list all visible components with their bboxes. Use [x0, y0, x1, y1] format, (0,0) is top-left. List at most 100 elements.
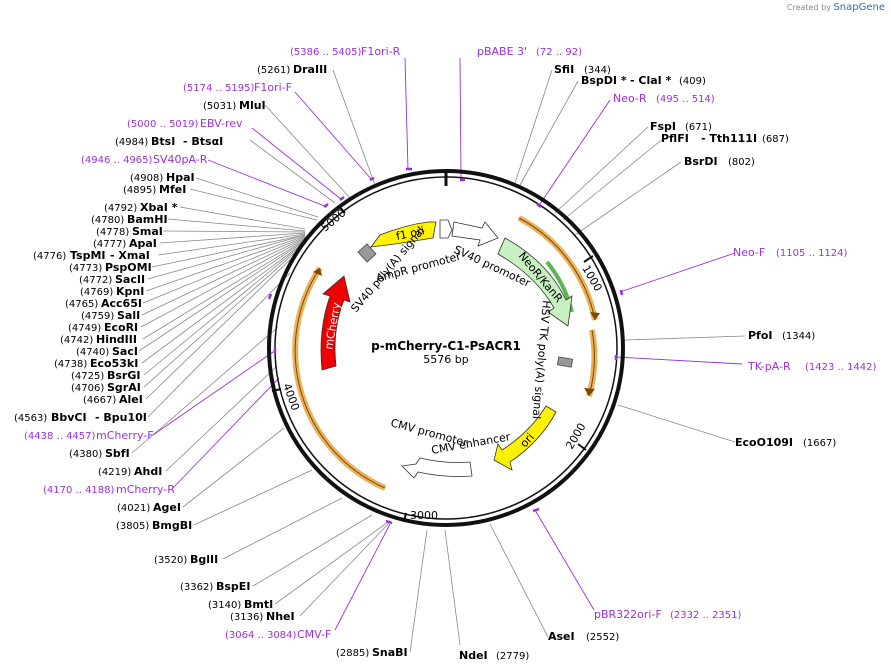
enzyme-hindiii-name[interactable]: HindIII — [96, 333, 137, 346]
enzyme-ndei-pos: (2779) — [496, 651, 529, 662]
enzyme-mfei-name[interactable]: MfeI — [159, 183, 186, 196]
enzyme-nhei-pos: (3136) — [230, 612, 263, 623]
enzyme-hpai-name[interactable]: HpaI — [166, 171, 195, 184]
enzyme-ahdi-pos: (4219) — [98, 467, 131, 478]
primer-pbabe-name[interactable]: pBABE 3' — [477, 45, 527, 58]
primer-tkpar-name[interactable]: TK-pA-R — [747, 360, 791, 373]
primer-f1orir-name[interactable]: F1ori-R — [361, 45, 401, 58]
enzyme-pfoi-name[interactable]: PfoI — [748, 329, 773, 342]
primer-neof-name[interactable]: Neo-F — [733, 246, 765, 259]
mcherry-range-arc-line — [294, 267, 386, 489]
primer-mcherryr-range: (4170 .. 4188) — [43, 485, 115, 496]
neo-arrowhead — [590, 312, 600, 320]
mcherry-arrow — [320, 275, 351, 371]
enzyme-pflfi-name[interactable]: PflFI — [661, 132, 689, 145]
enzyme-eco53ki-name[interactable]: Eco53kI — [90, 357, 138, 370]
enzyme-snabi-pos: (2885) — [336, 648, 369, 659]
enzyme-bspdi-pos: (409) — [679, 76, 706, 87]
enzyme-sacii-name[interactable]: SacII — [115, 273, 145, 286]
sv40-polya-box — [357, 243, 377, 263]
enzyme-sali-name[interactable]: SalI — [117, 309, 140, 322]
enzyme-alei-name[interactable]: AleI — [119, 393, 143, 406]
enzyme-bbvci-name2[interactable]: - Bpu10I — [95, 411, 147, 424]
brand-name: SnapGene — [833, 2, 885, 13]
enzyme-bspdi-name2[interactable]: - ClaI * — [630, 74, 672, 87]
enzyme-ahdi-name[interactable]: AhdI — [134, 465, 162, 478]
enzyme-bmgbi-name[interactable]: BmgBI — [152, 519, 192, 532]
primer-mcherryf-name[interactable]: mCherry-F — [96, 429, 154, 442]
enzyme-bmti-name[interactable]: BmtI — [244, 598, 273, 611]
enzyme-kpni-name[interactable]: KpnI — [116, 285, 144, 298]
primer-sv40par-name[interactable]: SV40pA-R — [153, 153, 208, 166]
enzyme-acc65i-pos: (4765) — [65, 299, 98, 310]
enzyme-pflfi-pos: (687) — [762, 134, 789, 145]
primer-tkpar-range: (1423 .. 1442) — [805, 362, 877, 373]
enzyme-leader-lines — [131, 69, 746, 653]
ori-arrow — [493, 405, 557, 471]
enzyme-bsrdi-name[interactable]: BsrDI — [684, 155, 718, 168]
primer-mcherryf-range: (4438 .. 4457) — [24, 431, 96, 442]
enzyme-snabi-name[interactable]: SnaBI — [372, 646, 408, 659]
primer-mcherryr-name[interactable]: mCherry-R — [116, 483, 175, 496]
enzyme-mlui-name[interactable]: MluI — [239, 99, 266, 112]
enzyme-pflfi-name2[interactable]: - Tth111I — [701, 132, 757, 145]
enzyme-sfii-pos: (344) — [584, 65, 611, 76]
enzyme-bamhi-name[interactable]: BamHI — [127, 213, 168, 226]
enzyme-sgrai-pos: (4706) — [71, 383, 104, 394]
enzyme-smai-pos: (4778) — [96, 227, 129, 238]
enzyme-bsrgi-pos: (4725) — [71, 371, 104, 382]
enzyme-tspmi-name2[interactable]: - XmaI — [110, 249, 150, 262]
enzyme-xbai-pos: (4792) — [104, 203, 137, 214]
neo-green-arc — [545, 260, 574, 313]
primer-neor-name[interactable]: Neo-R — [613, 92, 647, 105]
enzyme-bglii-name[interactable]: BglII — [190, 553, 218, 566]
enzyme-bspdi-name[interactable]: BspDI * — [581, 74, 627, 87]
scale-ticks — [271, 205, 594, 523]
primer-f1orif-range: (5174 .. 5195) — [183, 83, 255, 94]
enzyme-ndei-name[interactable]: NdeI — [459, 649, 488, 662]
enzyme-smai-name[interactable]: SmaI — [132, 225, 163, 238]
enzyme-bglii-pos: (3520) — [154, 555, 187, 566]
enzyme-sfii-name[interactable]: SfiI — [554, 63, 574, 76]
snapgene-brand: Created by SnapGene — [787, 2, 885, 13]
enzyme-bspei-name[interactable]: BspEI — [216, 580, 250, 593]
enzyme-draiii-name[interactable]: DraIII — [293, 63, 327, 76]
neo-range-arc-line — [518, 217, 596, 321]
enzyme-fspi-name[interactable]: FspI — [650, 120, 676, 133]
enzyme-btsi-name[interactable]: BtsI — [151, 135, 175, 148]
enzyme-eco53ki-pos: (4738) — [54, 359, 87, 370]
enzyme-saci-name[interactable]: SacI — [112, 345, 138, 358]
enzyme-sgrai-name[interactable]: SgrAI — [107, 381, 141, 394]
primer-neof-range: (1105 .. 1124) — [776, 248, 848, 259]
primer-ebvrev-name[interactable]: EBV-rev — [200, 117, 243, 130]
hsv-tk-box — [556, 356, 574, 368]
enzyme-asei-name[interactable]: AseI — [548, 630, 575, 643]
mcherry-label: mCherry — [322, 301, 343, 351]
enzyme-xbai-name[interactable]: XbaI * — [140, 201, 178, 214]
f1-ori-label: f1 ori — [395, 224, 426, 243]
primer-pbr322-name[interactable]: pBR322ori-F — [594, 608, 662, 621]
enzyme-btsi-name2[interactable]: - BtsαI — [183, 135, 223, 148]
enzyme-bbvci-name[interactable]: BbvCI — [51, 411, 87, 424]
enzyme-nhei-name[interactable]: NheI — [266, 610, 295, 623]
primer-cmvf-name[interactable]: CMV-F — [297, 628, 331, 641]
enzyme-eco109-name[interactable]: EcoO109I — [735, 436, 793, 449]
enzyme-acc65i-name[interactable]: Acc65I — [101, 297, 142, 310]
enzyme-pspomi-name[interactable]: PspOMI — [105, 261, 152, 274]
primer-labels: (5386 .. 5405) F1ori-R (5174 .. 5195) F1… — [24, 45, 877, 641]
primer-f1orif-name[interactable]: F1ori-F — [254, 81, 292, 94]
enzyme-bsrgi-name[interactable]: BsrGI — [107, 369, 140, 382]
cmv-arrow — [401, 457, 473, 479]
enzyme-apai-name[interactable]: ApaI — [129, 237, 157, 250]
enzyme-tspmi-name[interactable]: TspMI — [70, 249, 106, 262]
enzyme-sbfi-pos: (4380) — [69, 449, 102, 460]
primer-pbr322-range: (2332 .. 2351) — [670, 610, 742, 621]
enzyme-btsi-pos: (4984) — [115, 137, 148, 148]
enzyme-bmgbi-pos: (3805) — [116, 521, 149, 532]
enzyme-ecori-name[interactable]: EcoRI — [104, 321, 138, 334]
enzyme-alei-pos: (4667) — [83, 395, 116, 406]
enzyme-sbfi-name[interactable]: SbfI — [105, 447, 130, 460]
sv40-promoter-arrow — [451, 221, 499, 247]
enzyme-sacii-pos: (4772) — [79, 275, 112, 286]
enzyme-agei-name[interactable]: AgeI — [153, 501, 181, 514]
